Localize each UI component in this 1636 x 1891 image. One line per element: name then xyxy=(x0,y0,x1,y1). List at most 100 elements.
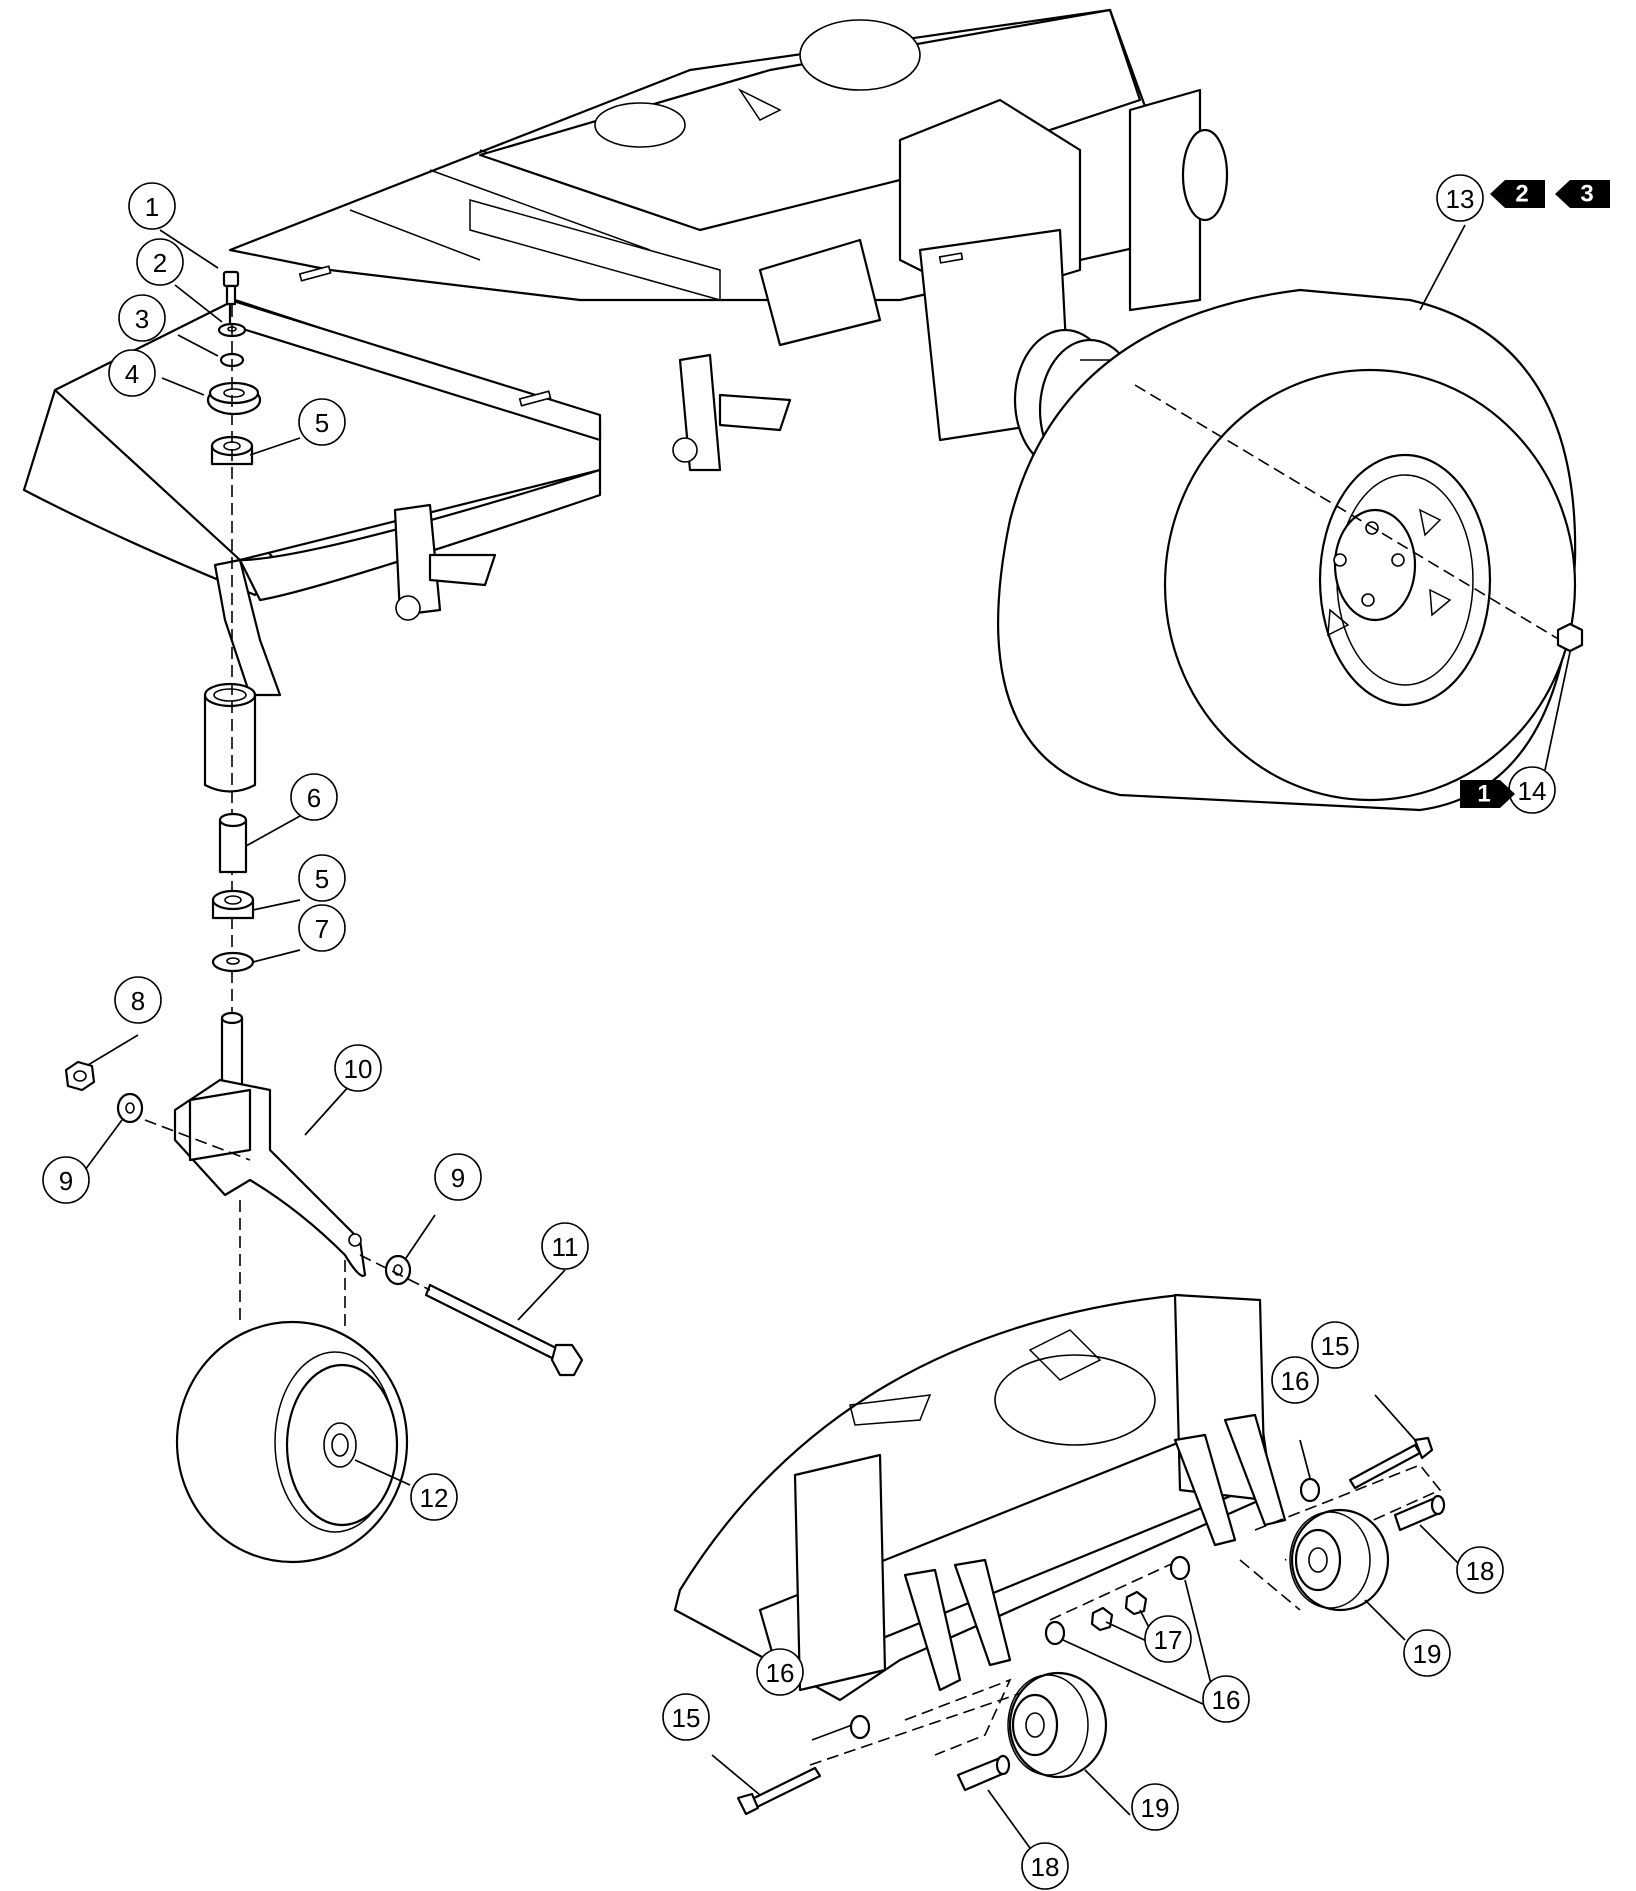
callout-circle xyxy=(1271,1356,1319,1404)
svg-text:2: 2 xyxy=(1515,181,1528,208)
callout-11: 11 xyxy=(541,1222,589,1270)
callout-label: 13 xyxy=(1446,184,1475,214)
spacer-16a xyxy=(1299,1477,1321,1503)
callout-3: 3 xyxy=(118,294,166,342)
callout-18: 18 xyxy=(1021,1842,1069,1890)
callout-circle xyxy=(1144,1615,1192,1663)
callout-15: 15 xyxy=(1311,1321,1359,1369)
callout-circle xyxy=(114,976,162,1024)
flag-1: 1 xyxy=(1460,780,1515,808)
callout-label: 18 xyxy=(1031,1852,1060,1882)
roller-bolt-left xyxy=(748,1766,822,1810)
callout-label: 7 xyxy=(315,914,329,944)
callout-circle xyxy=(42,1156,90,1204)
callout-label: 16 xyxy=(766,1658,795,1688)
callout-16: 16 xyxy=(756,1648,804,1696)
callout-label: 2 xyxy=(153,248,167,278)
spacer-16b xyxy=(1169,1555,1191,1581)
bolt xyxy=(222,270,240,288)
callout-label: 16 xyxy=(1281,1366,1310,1396)
callout-circle xyxy=(1311,1321,1359,1369)
callout-circle xyxy=(298,904,346,952)
caster-fork-assembly xyxy=(64,1011,584,1564)
callout-label: 12 xyxy=(420,1483,449,1513)
callout-circle xyxy=(1021,1842,1069,1890)
callout-circle xyxy=(290,773,338,821)
callout-circle xyxy=(1131,1783,1179,1831)
lug-nut xyxy=(1556,622,1584,653)
callout-4: 4 xyxy=(108,349,156,397)
callout-9: 9 xyxy=(434,1153,482,1201)
callout-label: 9 xyxy=(59,1166,73,1196)
callout-5: 5 xyxy=(298,854,346,902)
callout-circle xyxy=(662,1693,710,1741)
callout-circle xyxy=(434,1153,482,1201)
spacer-16d xyxy=(849,1714,871,1740)
callout-label: 18 xyxy=(1466,1556,1495,1586)
callout-circle xyxy=(1456,1546,1504,1594)
callout-circle xyxy=(334,1044,382,1092)
flag-3: 3 xyxy=(1555,180,1610,208)
spacer xyxy=(218,818,248,874)
callout-label: 8 xyxy=(131,986,145,1016)
callout-circle xyxy=(136,238,184,286)
callout-circle xyxy=(108,349,156,397)
callout-label: 14 xyxy=(1518,776,1547,806)
reference-flags: 2 3 1 xyxy=(1460,180,1610,808)
callout-label: 6 xyxy=(307,783,321,813)
callout-label: 19 xyxy=(1413,1639,1442,1669)
callout-12: 12 xyxy=(410,1473,458,1521)
callout-16: 16 xyxy=(1271,1356,1319,1404)
callout-8: 8 xyxy=(114,976,162,1024)
callout-label: 10 xyxy=(344,1054,373,1084)
callout-label: 11 xyxy=(552,1232,579,1262)
svg-text:3: 3 xyxy=(1580,181,1593,208)
callout-1: 1 xyxy=(128,182,176,230)
callout-circle xyxy=(756,1648,804,1696)
callout-label: 3 xyxy=(135,304,149,334)
callout-circle xyxy=(410,1473,458,1521)
callout-label: 5 xyxy=(315,408,329,438)
callout-2: 2 xyxy=(136,238,184,286)
svg-text:1: 1 xyxy=(1477,781,1490,808)
callout-label: 16 xyxy=(1212,1685,1241,1715)
callout-circle xyxy=(118,294,166,342)
callout-circle xyxy=(128,182,176,230)
flag-2: 2 xyxy=(1490,180,1545,208)
callout-circle xyxy=(298,854,346,902)
nut-17a xyxy=(1090,1606,1114,1632)
callout-label: 19 xyxy=(1141,1793,1170,1823)
rear-drive-wheel xyxy=(997,288,1584,812)
callout-7: 7 xyxy=(298,904,346,952)
callout-circle xyxy=(298,398,346,446)
callout-circle xyxy=(1202,1675,1250,1723)
spacer-16c xyxy=(1044,1620,1066,1646)
callout-5: 5 xyxy=(298,398,346,446)
callout-19: 19 xyxy=(1131,1783,1179,1831)
callout-10: 10 xyxy=(334,1044,382,1092)
callout-15: 15 xyxy=(662,1693,710,1741)
callout-label: 17 xyxy=(1154,1625,1183,1655)
deck-side-plate xyxy=(793,1453,887,1692)
callout-16: 16 xyxy=(1202,1675,1250,1723)
callout-9: 9 xyxy=(42,1156,90,1204)
callout-label: 4 xyxy=(125,359,139,389)
callout-label: 9 xyxy=(451,1163,465,1193)
callout-label: 15 xyxy=(1321,1331,1350,1361)
bolt-shank xyxy=(225,284,237,306)
callout-13: 13 xyxy=(1436,174,1484,222)
callout-17: 17 xyxy=(1144,1615,1192,1663)
callout-label: 5 xyxy=(315,864,329,894)
callout-label: 15 xyxy=(672,1703,701,1733)
mower-deck xyxy=(673,1293,1446,1816)
callout-label: 1 xyxy=(145,192,159,222)
callout-18: 18 xyxy=(1456,1546,1504,1594)
callout-circle xyxy=(541,1222,589,1270)
callout-14: 14 xyxy=(1508,766,1556,814)
callout-circle xyxy=(1403,1629,1451,1677)
nut-17b xyxy=(1124,1590,1148,1616)
roller-bolt-right xyxy=(1348,1443,1422,1490)
callout-19: 19 xyxy=(1403,1629,1451,1677)
